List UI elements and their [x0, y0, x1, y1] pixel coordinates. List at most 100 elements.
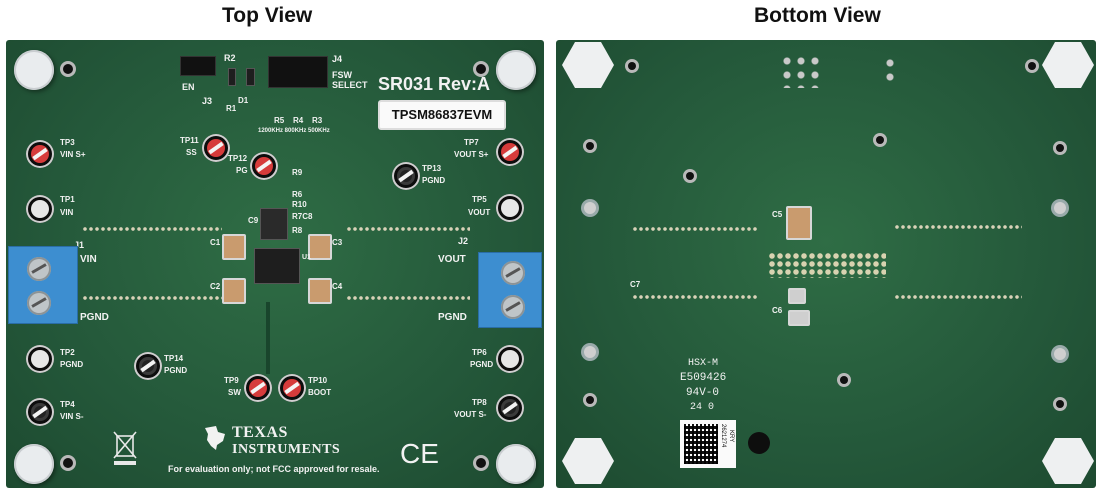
test-point-tp11[interactable] [202, 134, 230, 162]
pad-cluster [884, 56, 896, 86]
screw-terminal-vin[interactable] [27, 257, 51, 281]
via [586, 142, 594, 150]
via [686, 172, 694, 180]
barcode-matrix [684, 424, 718, 464]
label-j2: J2 [458, 236, 469, 246]
pad [788, 288, 806, 304]
test-point-tp8[interactable] [496, 394, 524, 422]
label-tp11: TP11 [180, 136, 199, 145]
marking-rating: 94V-0 [686, 387, 720, 399]
test-point-tp1[interactable] [26, 195, 54, 223]
label-tp10-net: BOOT [308, 388, 332, 397]
terminal-block-j2[interactable] [478, 252, 542, 328]
label-c5: C5 [772, 210, 783, 219]
test-point-tp7[interactable] [496, 138, 524, 166]
label-tp3: TP3 [60, 138, 75, 147]
via-row [82, 295, 222, 301]
marking-hsx: HSX-M [688, 358, 719, 369]
label-en: EN [182, 82, 195, 92]
label-c2: C2 [210, 282, 221, 291]
capacitor-c2 [222, 278, 246, 304]
label-c9: C9 [248, 216, 259, 225]
screw-terminal-pgnd[interactable] [27, 291, 51, 315]
test-point-tp12[interactable] [250, 152, 278, 180]
via [1056, 400, 1064, 408]
test-pad [1054, 348, 1066, 360]
test-pad [584, 202, 596, 214]
sw-trace [266, 302, 270, 374]
mounting-hole [63, 64, 73, 74]
label-tp5-net: VOUT [468, 208, 491, 217]
jumper-j4[interactable] [268, 56, 328, 88]
label-pgnd-left: PGND [80, 312, 109, 323]
mounting-hole [476, 458, 486, 468]
power-module-u1 [254, 248, 300, 284]
ink-dot [748, 432, 770, 454]
label-tp7-net: VOUT S+ [454, 150, 489, 159]
label-r3: R3 [312, 116, 323, 125]
test-point-tp9[interactable] [244, 374, 272, 402]
weee-recycle-icon [113, 431, 137, 465]
standoff-bottom-left [14, 444, 54, 484]
label-r6: R6 [292, 190, 303, 199]
brand-line2: INSTRUMENTS [232, 442, 341, 457]
bottom-view-title: Bottom View [754, 4, 881, 27]
label-u1: U1 [302, 254, 311, 261]
label-vin: VIN [80, 254, 97, 265]
test-point-tp6[interactable] [496, 345, 524, 373]
label-tp6: TP6 [472, 348, 487, 357]
hex-standoff-top-right [1042, 42, 1094, 88]
top-view-title: Top View [222, 4, 313, 27]
brand-line1: TEXAS [232, 424, 288, 441]
test-point-tp14[interactable] [134, 352, 162, 380]
label-tp13: TP13 [422, 164, 442, 173]
label-vout: VOUT [438, 254, 466, 265]
label-j3: J3 [202, 96, 213, 106]
label-r4: R4 [293, 116, 304, 125]
terminal-block-j1[interactable] [8, 246, 78, 324]
top-view-board: EN J3 R2 D1 R1 J4 FSW SELECT R5 R4 R3 12… [6, 40, 544, 488]
label-r8: R8 [292, 226, 303, 235]
screw-terminal-vout[interactable] [501, 261, 525, 285]
ce-mark: CE [400, 438, 439, 469]
label-tp2-net: PGND [60, 360, 84, 369]
label-tp8-net: VOUT S- [454, 410, 487, 419]
label-tp6-net: PGND [470, 360, 494, 369]
via [1056, 144, 1064, 152]
barcode-sticker: 2621274 KRY [680, 420, 736, 468]
label-c3: C3 [332, 238, 343, 247]
via-row [894, 224, 1022, 230]
label-r1: R1 [226, 104, 237, 113]
label-tp11-net: SS [186, 148, 197, 157]
label-tp14: TP14 [164, 354, 184, 363]
label-tp13-net: PGND [422, 176, 446, 185]
test-point-tp13[interactable] [392, 162, 420, 190]
label-tp3-net: VIN S+ [60, 150, 86, 159]
via [586, 396, 594, 404]
test-point-tp2[interactable] [26, 345, 54, 373]
label-c6: C6 [772, 306, 783, 315]
label-r9: R9 [292, 168, 303, 177]
capacitor-c1 [222, 234, 246, 260]
label-tp1: TP1 [60, 195, 75, 204]
test-point-tp4[interactable] [26, 398, 54, 426]
label-tp4-net: VIN S- [60, 412, 84, 421]
test-point-tp10[interactable] [278, 374, 306, 402]
via [876, 136, 884, 144]
label-tp9: TP9 [224, 376, 239, 385]
via [628, 62, 636, 70]
marking-ul-file: E509426 [680, 372, 727, 384]
screw-terminal-pgnd[interactable] [501, 295, 525, 319]
label-r5: R5 [274, 116, 285, 125]
label-tp10: TP10 [308, 376, 328, 385]
via [840, 376, 848, 384]
test-point-tp3[interactable] [26, 140, 54, 168]
label-j4: J4 [332, 54, 343, 64]
pad-cluster [780, 54, 824, 88]
label-tp7: TP7 [464, 138, 479, 147]
test-point-tp5[interactable] [496, 194, 524, 222]
barcode-id: 2621274 [720, 424, 726, 448]
bottom-view-board: C5 C6 C7 HSX-M E509426 94V-0 24 0 262127… [556, 40, 1096, 488]
jumper-j3[interactable] [180, 56, 216, 76]
label-tp14-net: PGND [164, 366, 188, 375]
